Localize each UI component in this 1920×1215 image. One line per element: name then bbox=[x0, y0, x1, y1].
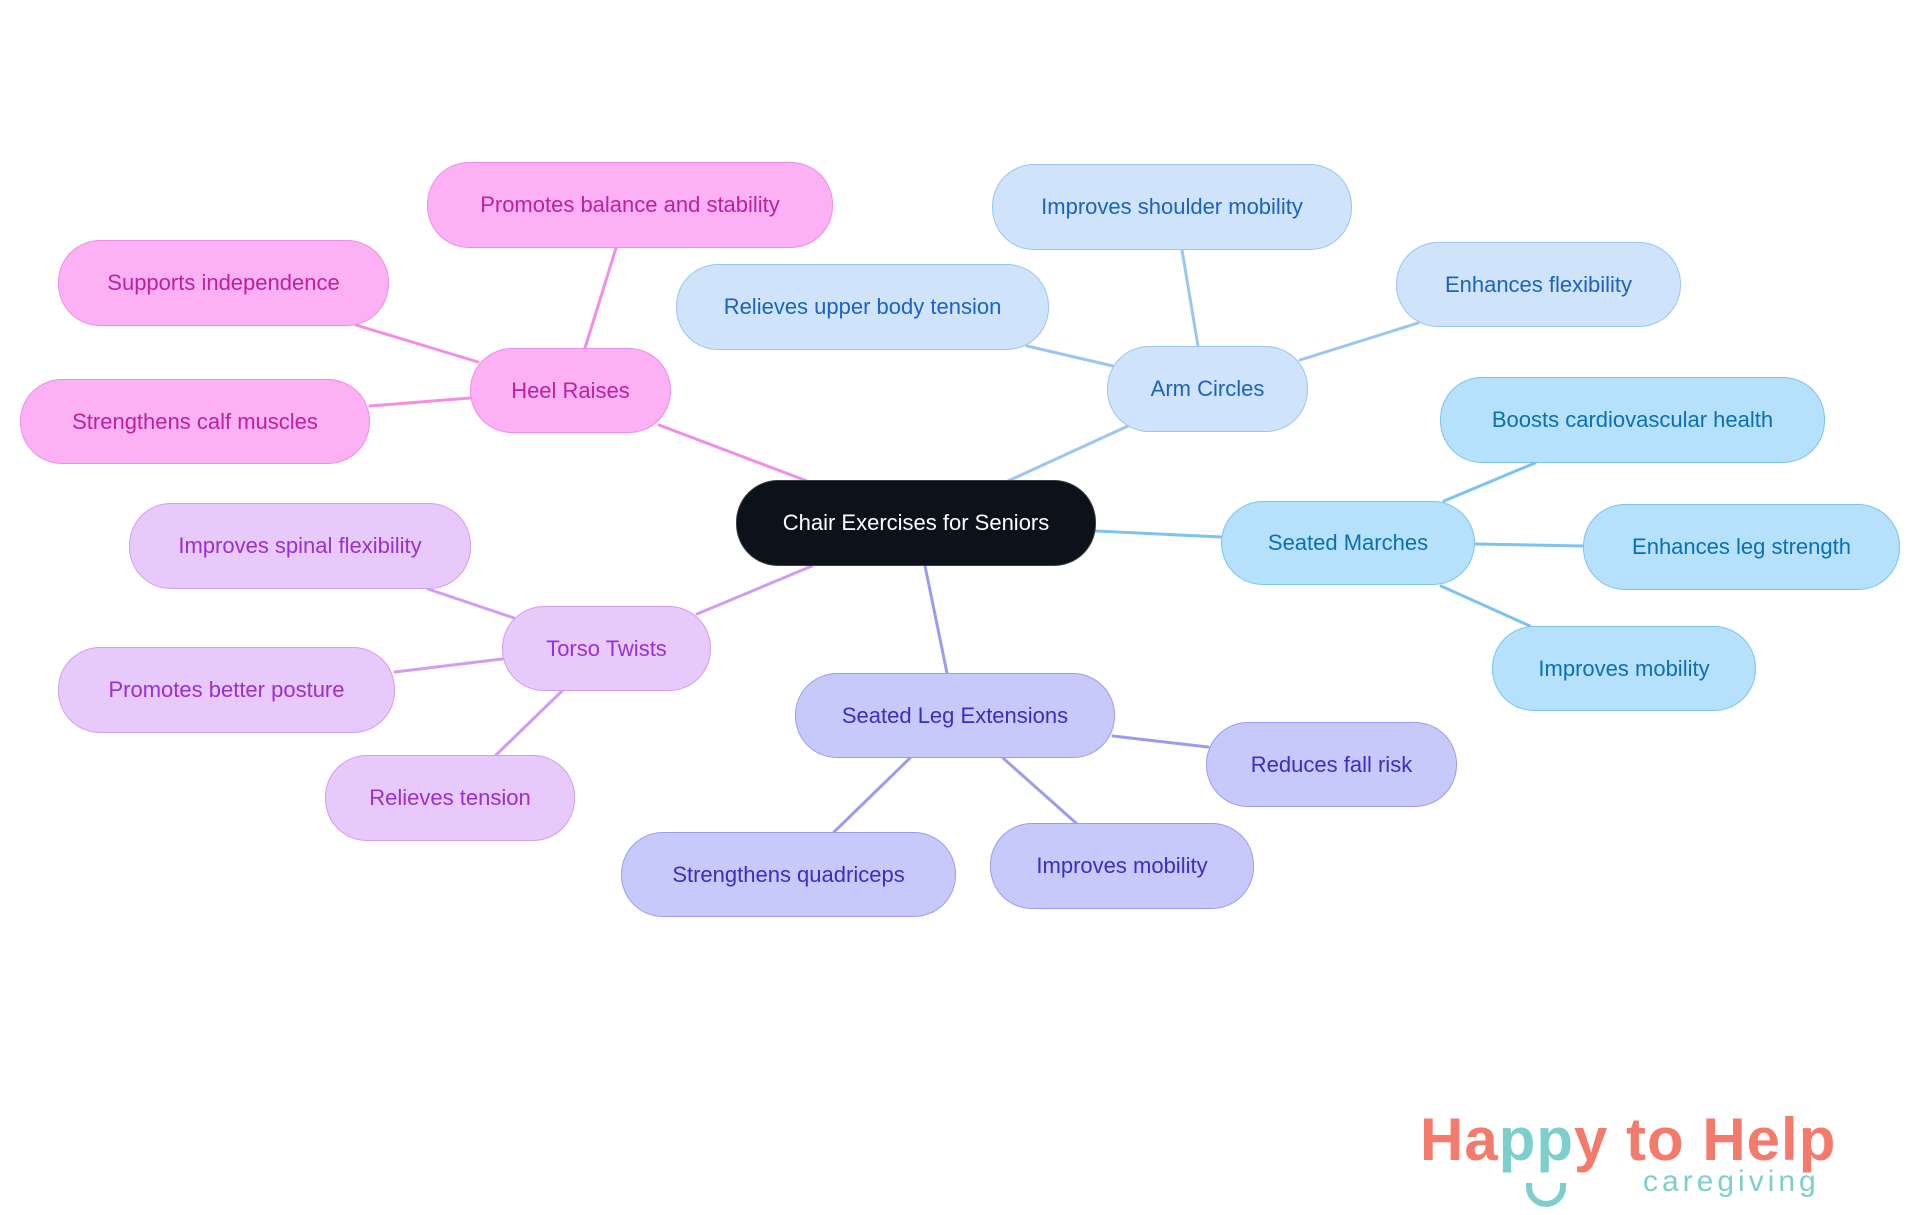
branch-node-seated-leg-extensions[interactable]: Seated Leg Extensions bbox=[795, 673, 1115, 758]
branch-label: Torso Twists bbox=[546, 635, 667, 661]
leaf-node-promotes-balance[interactable]: Promotes balance and stability bbox=[427, 162, 833, 248]
leaf-label: Improves spinal flexibility bbox=[178, 533, 422, 558]
leaf-node-improves-mobility-marches[interactable]: Improves mobility bbox=[1492, 626, 1756, 711]
logo-text-part1: Ha bbox=[1420, 1106, 1499, 1173]
leaf-label: Strengthens calf muscles bbox=[72, 408, 318, 434]
brand-logo: Happy to Help caregiving bbox=[1418, 1105, 1898, 1207]
branch-label: Seated Marches bbox=[1267, 530, 1429, 555]
leaf-node-cardiovascular[interactable]: Boosts cardiovascular health bbox=[1440, 377, 1825, 463]
logo-tagline: caregiving bbox=[1643, 1165, 1820, 1198]
leaf-node-leg-strength[interactable]: Enhances leg strength bbox=[1583, 504, 1900, 590]
leaf-node-reduces-fall-risk[interactable]: Reduces fall risk bbox=[1206, 722, 1457, 807]
leaf-label: Boosts cardiovascular health bbox=[1491, 407, 1774, 432]
branch-label: Heel Raises bbox=[511, 377, 630, 403]
branch-node-arm-circles[interactable]: Arm Circles bbox=[1107, 346, 1308, 432]
logo-text-part2: pp bbox=[1498, 1106, 1575, 1173]
leaf-label: Improves mobility bbox=[1538, 655, 1710, 681]
leaf-label: Improves shoulder mobility bbox=[1041, 194, 1303, 219]
leaf-node-relieves-tension[interactable]: Relieves tension bbox=[325, 755, 575, 841]
branch-node-torso-twists[interactable]: Torso Twists bbox=[502, 606, 711, 691]
branch-node-seated-marches[interactable]: Seated Marches bbox=[1221, 501, 1475, 585]
leaf-label: Enhances flexibility bbox=[1444, 271, 1633, 297]
leaf-label: Supports independence bbox=[107, 270, 340, 295]
leaf-node-strengthens-calf[interactable]: Strengthens calf muscles bbox=[20, 379, 370, 464]
branch-label: Seated Leg Extensions bbox=[841, 702, 1069, 728]
branch-node-heel-raises[interactable]: Heel Raises bbox=[470, 348, 671, 433]
root-node-label: Chair Exercises for Seniors bbox=[782, 510, 1050, 535]
leaf-node-strengthens-quadriceps[interactable]: Strengthens quadriceps bbox=[621, 832, 956, 917]
leaf-label: Promotes balance and stability bbox=[480, 192, 780, 217]
root-node[interactable]: Chair Exercises for Seniors bbox=[736, 480, 1096, 566]
leaf-node-shoulder-mobility[interactable]: Improves shoulder mobility bbox=[992, 164, 1352, 250]
leaf-node-supports-independence[interactable]: Supports independence bbox=[58, 240, 389, 326]
logo-text-part3: y to Help bbox=[1574, 1106, 1837, 1173]
leaf-label: Improves mobility bbox=[1036, 853, 1208, 878]
leaf-label: Enhances leg strength bbox=[1632, 534, 1851, 559]
leaf-label: Strengthens quadriceps bbox=[672, 861, 905, 887]
branch-label: Arm Circles bbox=[1150, 376, 1265, 401]
leaf-node-enhances-flexibility[interactable]: Enhances flexibility bbox=[1396, 242, 1681, 327]
leaf-node-improves-mobility-leg[interactable]: Improves mobility bbox=[990, 823, 1254, 909]
leaf-label: Relieves tension bbox=[369, 785, 531, 810]
smile-icon bbox=[1526, 1183, 1566, 1207]
leaf-node-upper-body-tension[interactable]: Relieves upper body tension bbox=[676, 264, 1049, 350]
leaf-node-better-posture[interactable]: Promotes better posture bbox=[58, 647, 395, 733]
leaf-label: Reduces fall risk bbox=[1250, 751, 1413, 777]
logo-wordmark: Happy to Help bbox=[1420, 1105, 1836, 1174]
leaf-node-spinal-flexibility[interactable]: Improves spinal flexibility bbox=[129, 503, 471, 589]
leaf-label: Promotes better posture bbox=[108, 677, 345, 702]
leaf-label: Relieves upper body tension bbox=[723, 294, 1002, 319]
